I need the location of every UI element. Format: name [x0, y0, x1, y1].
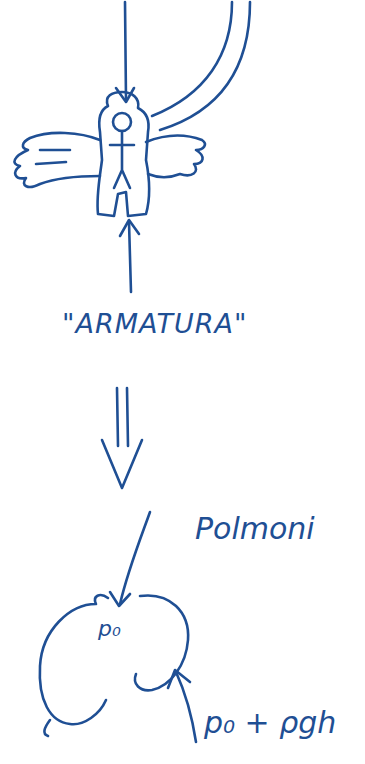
force-arrow: [129, 222, 131, 292]
pressure-symbol: p₀: [98, 618, 121, 640]
lungs-outline: [40, 595, 188, 736]
air-hose: [152, 2, 232, 116]
pressure-arrow: [120, 512, 150, 604]
force-arrow: [125, 2, 126, 100]
air-hose: [160, 2, 250, 130]
arrow-head: [120, 220, 139, 236]
pressure-arrow: [176, 672, 196, 742]
wing: [146, 136, 205, 177]
part-name: "ARMATURA": [62, 310, 247, 337]
arrow-head: [102, 440, 142, 488]
diving-suit: [97, 92, 149, 216]
lungs-shape: Polmonip₀: [20, 500, 220, 750]
implies-arrow: [117, 388, 128, 446]
node-heading: Polmoni: [195, 514, 315, 544]
wing: [14, 133, 100, 187]
pressure-formula: p₀ + ρgh: [204, 708, 336, 738]
head: [113, 113, 131, 131]
stick-figure: [110, 131, 134, 188]
wing: [36, 150, 70, 164]
arrow-head: [110, 592, 130, 606]
